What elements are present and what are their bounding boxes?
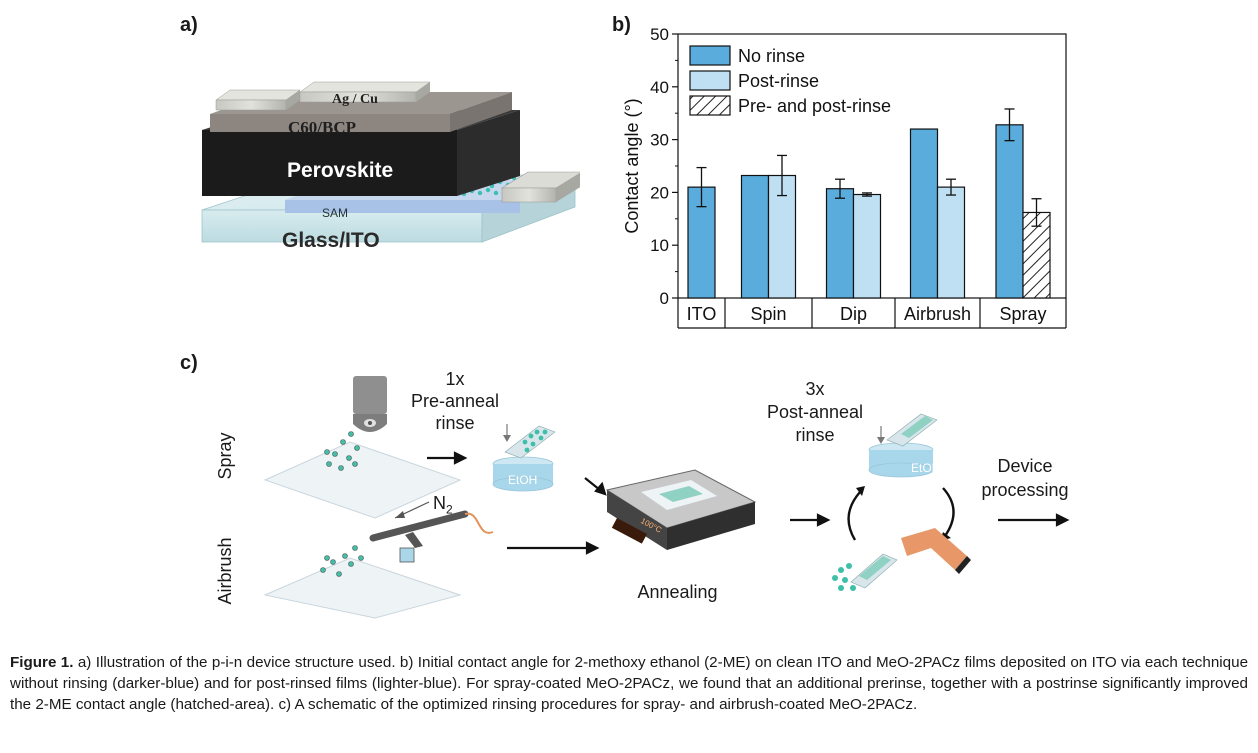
spray-substrate (263, 441, 462, 519)
legend-label: Post-rinse (738, 71, 819, 91)
etoh-pre: EtOH (508, 473, 538, 487)
label-ag-cu: Ag / Cu (332, 92, 378, 107)
y-tick-label: 20 (650, 183, 669, 202)
spray-droplets (324, 431, 360, 471)
n2-label: N2 (433, 493, 453, 517)
legend-swatch (689, 45, 731, 66)
panel-b-letter: b) (612, 14, 631, 36)
device-stack-illustration (201, 81, 580, 243)
post-rinse-count: 3x (805, 379, 825, 399)
category-label: Airbrush (904, 304, 971, 324)
ag-cu-electrodes (215, 81, 431, 111)
bottom-contact (500, 171, 580, 203)
legend-swatch (689, 95, 731, 116)
legend-swatch (689, 70, 731, 91)
caption-lead: Figure 1. (10, 654, 74, 671)
label-perovskite: Perovskite (287, 159, 394, 182)
panel-a-letter: a) (180, 14, 198, 36)
airbrush-droplets (320, 545, 364, 577)
figure-caption: Figure 1. a) Illustration of the p-i-n d… (10, 652, 1248, 715)
device-processing-label-1: Device (997, 456, 1053, 476)
category-label: ITO (687, 304, 717, 324)
category-label: Dip (840, 304, 867, 324)
annealing-label: Annealing (637, 582, 718, 602)
device-processing-label-2: processing (981, 480, 1069, 500)
pre-rinse-label-1: Pre-anneal (410, 391, 500, 411)
pre-rinse-dish (492, 424, 556, 492)
rinsing-schematic (263, 376, 1070, 619)
airbrush-gun-icon (369, 501, 494, 563)
bar (909, 128, 939, 299)
y-tick-label: 10 (650, 236, 669, 255)
spray-label: Spray (215, 432, 235, 480)
pre-rinse-count: 1x (445, 369, 465, 389)
flow-arrows (427, 451, 1070, 555)
category-label: Spin (750, 304, 786, 324)
caption-text: a) Illustration of the p-i-n device stru… (10, 654, 1249, 713)
pre-rinse-label-2: rinse (435, 413, 475, 433)
etoh-post: EtOH (911, 461, 941, 475)
label-sam: SAM (322, 206, 349, 220)
bar (936, 186, 966, 299)
legend-label: No rinse (738, 46, 805, 66)
y-tick-label: 50 (650, 25, 669, 44)
airbrush-substrate (263, 557, 462, 619)
panel-c-letter: c) (180, 352, 198, 374)
y-tick-label: 30 (650, 131, 669, 150)
category-label: Spray (999, 304, 1046, 324)
y-tick-label: 0 (660, 289, 669, 308)
cycle-arrows (847, 487, 955, 541)
bar (825, 188, 855, 299)
label-glass-ito: Glass/ITO (282, 229, 380, 252)
bar (852, 193, 882, 299)
label-c60-bcp: C60/BCP (288, 118, 356, 137)
post-rinse-label-1: Post-anneal (766, 402, 864, 422)
bar (995, 124, 1024, 299)
legend-label: Pre- and post-rinse (738, 96, 891, 116)
y-tick-label: 40 (650, 78, 669, 97)
post-rinse-dish (868, 413, 938, 478)
y-axis-label: Contact angle (°) (622, 98, 642, 233)
bar (740, 174, 770, 299)
dry-step-icon (832, 528, 971, 591)
airbrush-label: Airbrush (215, 537, 235, 605)
hotplate-icon (605, 469, 757, 550)
post-rinse-label-2: rinse (795, 425, 835, 445)
spray-nozzle-icon (353, 376, 387, 432)
